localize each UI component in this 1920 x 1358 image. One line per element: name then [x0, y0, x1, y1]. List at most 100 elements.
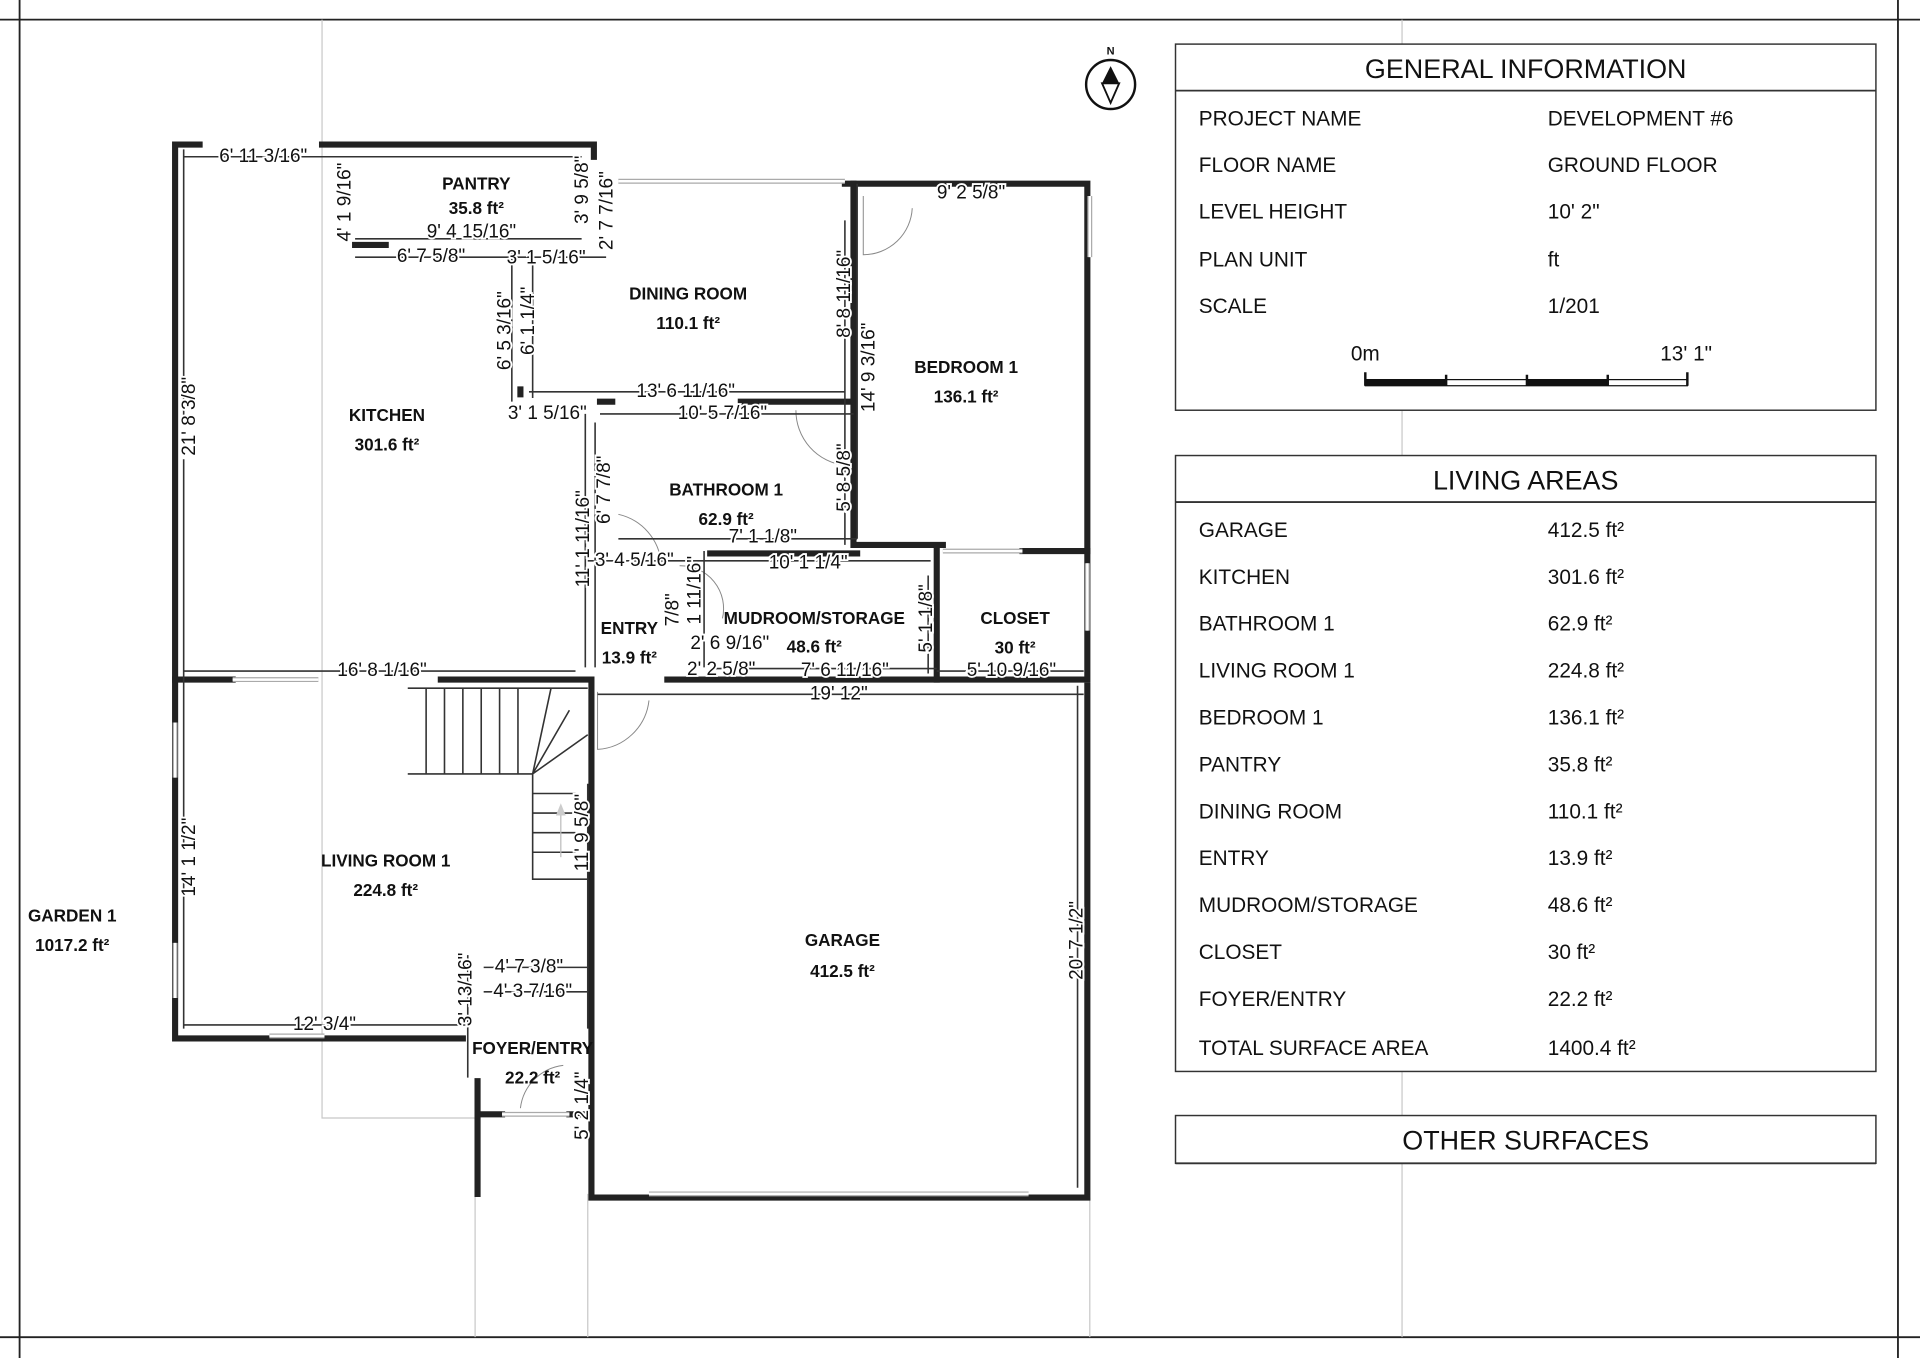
- room-garage-area: 412.5 ft²: [810, 961, 875, 981]
- room-living-area: 224.8 ft²: [353, 880, 418, 900]
- dimension-label: 3' 1 5/16": [507, 247, 586, 268]
- dimension-label: 5' 8 5/8": [834, 443, 855, 511]
- scale-bar: 0m 13' 1": [1351, 343, 1712, 387]
- living-area-label: PANTRY: [1199, 753, 1282, 776]
- dimension-label: 16' 8 1/16": [337, 660, 426, 681]
- living-area-label: MUDROOM/STORAGE: [1199, 894, 1418, 917]
- dimension-label: 2' 2 5/8": [687, 659, 755, 680]
- dimension-label: 8' 8 11/16": [834, 250, 855, 338]
- living-area-value: 35.8 ft²: [1548, 753, 1613, 776]
- dimension-label: 7/8": [662, 593, 683, 626]
- room-dining-area: 110.1 ft²: [656, 313, 720, 333]
- dimension-label: 21' 8 3/8": [179, 377, 200, 456]
- room-bedroom-area: 136.1 ft²: [934, 387, 999, 407]
- info-label: LEVEL HEIGHT: [1199, 201, 1348, 224]
- room-foyer-name: FOYER/ENTRY: [472, 1038, 594, 1058]
- living-area-value: 13.9 ft²: [1548, 847, 1613, 870]
- dimension-label: 12' 3/4": [293, 1014, 356, 1035]
- guide-lines: [321, 19, 1403, 1338]
- info-value: DEVELOPMENT #6: [1548, 108, 1734, 131]
- general-information-title: GENERAL INFORMATION: [1365, 54, 1687, 84]
- dimension-lines: [182, 149, 1084, 1188]
- room-pantry-area: 35.8 ft²: [449, 198, 504, 218]
- living-area-value: 1400.4 ft²: [1548, 1037, 1636, 1060]
- dimension-label: 3' 1 5/16": [508, 403, 587, 424]
- info-value: 1/201: [1548, 295, 1600, 318]
- dimension-label: 4' 7 3/8": [495, 956, 563, 977]
- dimension-label: 20' 7 1/2": [1067, 901, 1088, 980]
- living-area-label: BEDROOM 1: [1199, 707, 1324, 730]
- room-pantry-name: PANTRY: [442, 173, 511, 193]
- dimension-label: 14' 9 3/16": [858, 323, 879, 412]
- living-area-label: BATHROOM 1: [1199, 613, 1335, 636]
- living-area-value: 412.5 ft²: [1548, 519, 1624, 542]
- dimension-label: 3' 9 5/8": [572, 156, 593, 224]
- dimension-label: 3' 13/16": [456, 953, 477, 1027]
- room-labels: KITCHEN 301.6 ft² PANTRY 35.8 ft² DINING…: [28, 173, 1050, 1087]
- room-garage-name: GARAGE: [805, 930, 880, 950]
- dimension-label: 9' 4 15/16": [427, 222, 516, 243]
- info-value: ft: [1548, 248, 1560, 271]
- dimension-label: 4' 1 9/16": [334, 163, 355, 242]
- door-swings: [519, 195, 913, 1109]
- room-dining-name: DINING ROOM: [629, 284, 747, 304]
- info-label: PROJECT NAME: [1199, 108, 1362, 131]
- room-kitchen-name: KITCHEN: [349, 405, 425, 425]
- living-areas-title: LIVING AREAS: [1433, 466, 1619, 496]
- room-closet-name: CLOSET: [980, 608, 1050, 628]
- living-area-label: ENTRY: [1199, 847, 1269, 870]
- living-area-value: 62.9 ft²: [1548, 613, 1613, 636]
- dimension-label: 11' 1 11/16": [573, 490, 594, 587]
- dimension-label: 1 11/16": [685, 556, 706, 625]
- room-garden-name: GARDEN 1: [28, 906, 117, 926]
- scale-bar-start-label: 0m: [1351, 343, 1380, 366]
- dimension-label: 6' 1 1/4": [518, 287, 539, 355]
- room-kitchen-area: 301.6 ft²: [355, 434, 420, 454]
- dimension-label: 2' 6 9/16": [690, 633, 769, 654]
- room-foyer-area: 22.2 ft²: [505, 1067, 560, 1087]
- room-mudroom-area: 48.6 ft²: [787, 636, 842, 656]
- room-entry-name: ENTRY: [601, 618, 659, 638]
- room-mudroom-name: MUDROOM/STORAGE: [724, 608, 905, 628]
- living-area-label: GARAGE: [1199, 519, 1288, 542]
- room-bedroom-name: BEDROOM 1: [914, 357, 1018, 377]
- dimension-label: 7' 6 11/16": [801, 660, 889, 681]
- dimension-label: 10' 1 1/4": [769, 552, 848, 573]
- room-closet-area: 30 ft²: [995, 638, 1036, 658]
- dimension-label: 4' 3 7/16": [493, 981, 572, 1002]
- living-area-label: TOTAL SURFACE AREA: [1199, 1037, 1429, 1060]
- plan-walls: [172, 141, 1093, 1201]
- dimension-label: 6' 11 3/16": [219, 146, 307, 167]
- room-bathroom-area: 62.9 ft²: [699, 509, 754, 529]
- living-area-value: 110.1 ft²: [1548, 800, 1623, 823]
- room-entry-area: 13.9 ft²: [602, 647, 657, 667]
- dimension-label: 6' 7 7/8": [594, 456, 615, 524]
- info-value: 10' 2": [1548, 201, 1600, 224]
- living-area-label: CLOSET: [1199, 941, 1283, 964]
- room-garden-area: 1017.2 ft²: [35, 935, 110, 955]
- living-area-label: LIVING ROOM 1: [1199, 660, 1355, 683]
- room-bathroom-name: BATHROOM 1: [669, 480, 783, 500]
- dimension-label: 11' 9 5/8": [572, 794, 593, 872]
- general-information-panel: GENERAL INFORMATION PROJECT NAME DEVELOP…: [1174, 43, 1877, 411]
- living-area-value: 136.1 ft²: [1548, 707, 1624, 730]
- info-value: GROUND FLOOR: [1548, 154, 1718, 177]
- dimension-labels: 6' 11 3/16" 4' 1 9/16" 9' 4 15/16" 3' 9 …: [177, 144, 1089, 1142]
- room-living-name: LIVING ROOM 1: [321, 851, 451, 871]
- scale-bar-end-label: 13' 1": [1660, 343, 1712, 366]
- living-area-value: 301.6 ft²: [1548, 566, 1624, 589]
- info-label: SCALE: [1199, 295, 1267, 318]
- dimension-label: 7' 1 1/8": [729, 527, 797, 548]
- dimension-label: 13' 6 11/16": [636, 381, 735, 402]
- living-area-label: FOYER/ENTRY: [1199, 988, 1347, 1011]
- other-surfaces-title: OTHER SURFACES: [1402, 1126, 1649, 1156]
- living-area-value: 22.2 ft²: [1548, 988, 1613, 1011]
- dimension-label: 3' 4 5/16": [595, 550, 674, 571]
- staircase: [407, 687, 589, 880]
- dimension-label: 14' 1 1/2": [179, 818, 200, 897]
- dimension-label: 5' 10 9/16": [967, 660, 1056, 681]
